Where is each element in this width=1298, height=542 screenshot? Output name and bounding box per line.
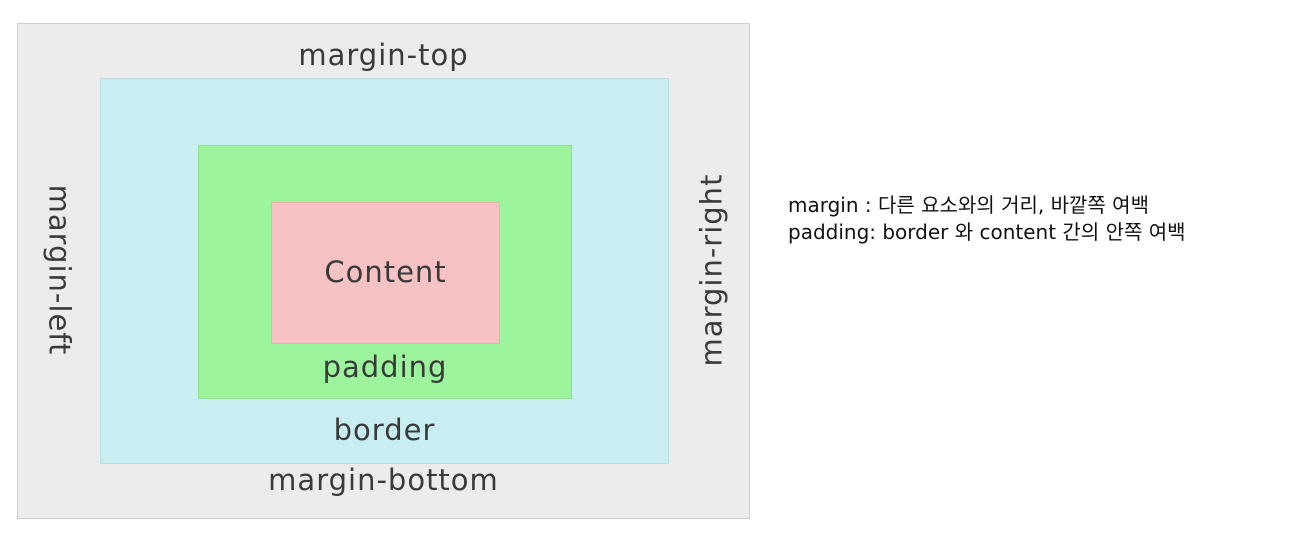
padding-note: padding: border 와 content 간의 안쪽 여백	[788, 220, 1186, 244]
margin-right-label: margin-right	[694, 173, 729, 367]
margin-bottom-label: margin-bottom	[268, 463, 499, 497]
border-label: border	[333, 413, 436, 447]
margin-top-label: margin-top	[298, 38, 469, 72]
margin-left-label: margin-left	[42, 184, 77, 356]
padding-area: padding Content	[198, 145, 572, 399]
content-area: Content	[271, 202, 500, 344]
explanation-notes: margin : 다른 요소와의 거리, 바깥쪽 여백 padding: bor…	[788, 192, 1186, 246]
padding-label: padding	[322, 350, 448, 384]
border-area: border padding Content	[100, 78, 669, 464]
margin-note: margin : 다른 요소와의 거리, 바깥쪽 여백	[788, 193, 1149, 217]
content-label: Content	[324, 255, 447, 289]
box-model-diagram: margin-top margin-left margin-right marg…	[17, 23, 750, 519]
